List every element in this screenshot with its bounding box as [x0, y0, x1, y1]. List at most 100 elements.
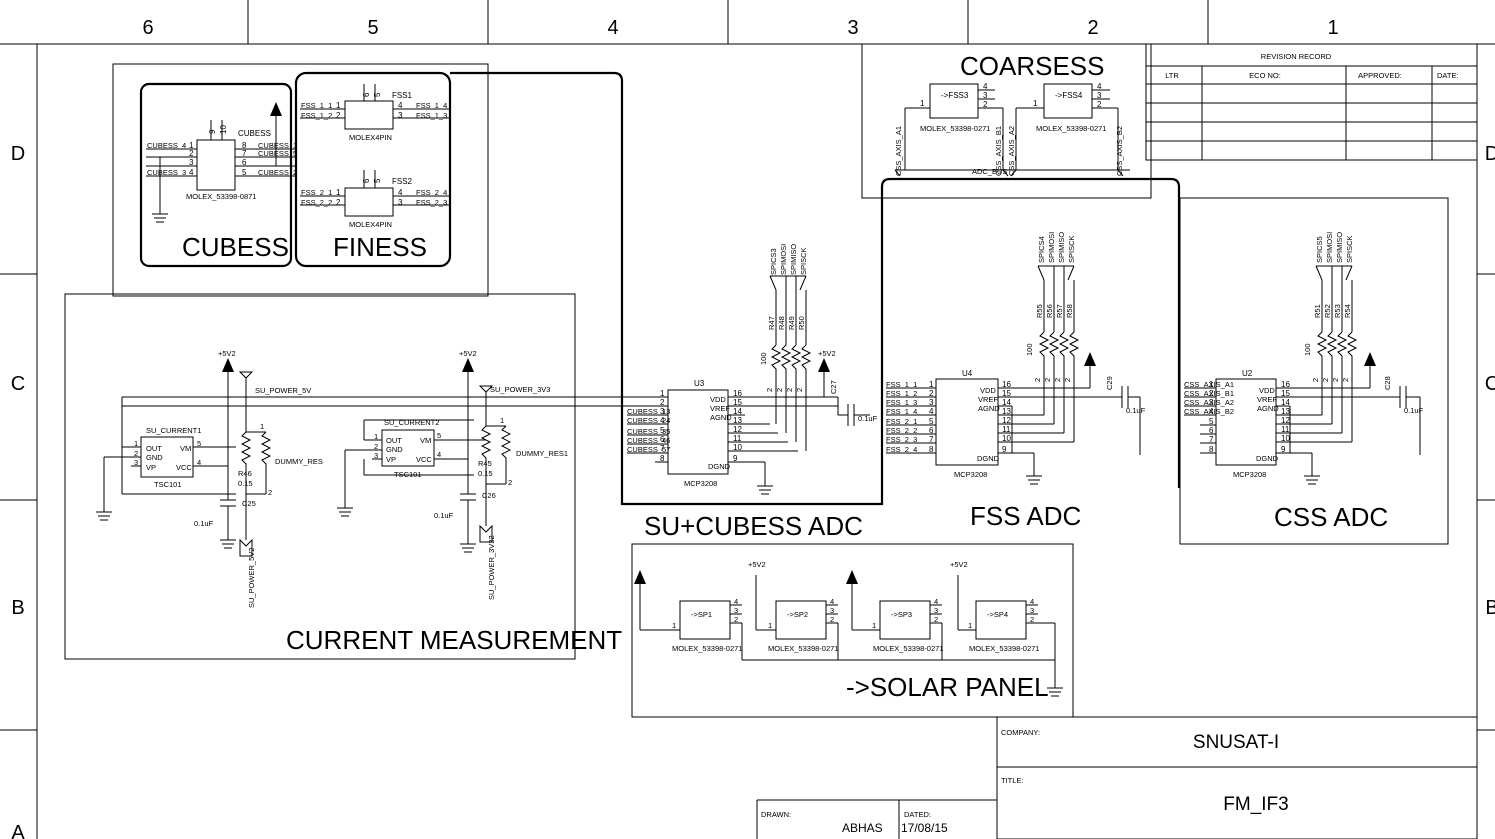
net-label: FSS_2_2 [886, 426, 917, 435]
section-title-su-cubess-adc: SU+CUBESS ADC [644, 511, 863, 541]
pin-label: AGND [978, 404, 1000, 413]
pin-number: 5 [373, 178, 382, 183]
net-label: FSS_2_4 [886, 445, 917, 454]
component-part: MOLEX_53398-0271 [768, 644, 838, 653]
pin-number: 2 [374, 442, 378, 451]
component-part: MOLEX_53398-0271 [1036, 124, 1106, 133]
pin-number: 2 [775, 388, 784, 392]
pin-number: 5 [929, 417, 934, 426]
resistor-ref: R54 [1343, 304, 1352, 318]
resistor-ref: DUMMY_RES [275, 457, 323, 466]
pin-label: DGND [977, 454, 1000, 463]
resistor-ref: R47 [767, 316, 776, 330]
net-label: CSS_AXIS_A2 [1007, 126, 1016, 176]
component-part: MOLEX_53398-0271 [920, 124, 990, 133]
pin-number: 12 [1002, 416, 1011, 425]
spi-net-label: SPIMISO [1057, 232, 1066, 263]
fss2-connector: FSS2 MOLEX4PIN 6 5 1 2 4 3 FSS_2_1 FSS_2… [300, 170, 450, 229]
net-label: CUBESS_1 [258, 141, 297, 150]
component-part: MOLEX_53398-0271 [969, 644, 1039, 653]
pin-number: 9 [733, 454, 738, 463]
pin-label: AGND [710, 413, 732, 422]
pin-number: 3 [398, 111, 403, 120]
pin-number: 1 [968, 621, 972, 630]
pin-number: 2 [336, 198, 341, 207]
pin-number: 5 [197, 439, 201, 448]
pin-label: VDD [710, 395, 726, 404]
component-ref: U2 [1242, 369, 1253, 378]
pin-number: 7 [1209, 435, 1214, 444]
resistor-ref: R50 [797, 316, 806, 330]
pin-label: VM [420, 436, 431, 445]
resistor-ref: R55 [1035, 304, 1044, 318]
spi-net-label: SPICS4 [1037, 236, 1046, 263]
pin-number: 2 [134, 449, 138, 458]
pin-number: 2 [1053, 378, 1062, 382]
pin-number: 2 [1043, 378, 1052, 382]
cap-ref: C27 [829, 380, 838, 394]
component-ref: ->FSS3 [941, 91, 969, 100]
pin-number: 1 [189, 141, 194, 150]
net-label: CSS_AXIS_B2 [1115, 126, 1124, 176]
pin-number: 2 [765, 388, 774, 392]
cap-value: 0.1uF [1404, 406, 1424, 415]
pin-number: 16 [1281, 380, 1290, 389]
pin-number: 1 [134, 439, 138, 448]
cap-value: 0.1uF [1126, 406, 1146, 415]
section-title-finess: FINESS [333, 232, 427, 262]
pin-label: GND [146, 453, 163, 462]
pin-number: 2 [508, 478, 512, 487]
col-label: 1 [1327, 17, 1338, 39]
spi-net-label: SPICS5 [1315, 236, 1324, 263]
component-part: MCP3208 [684, 479, 717, 488]
pin-number: 1 [336, 101, 341, 110]
pin-number: 3 [189, 158, 194, 167]
resistor-ref: R56 [1045, 304, 1054, 318]
pin-number: 11 [733, 434, 742, 443]
pin-number: 3 [134, 458, 138, 467]
row-label: A [11, 822, 25, 839]
net-label: CUBESS_13 [627, 407, 670, 416]
pin-number: 1 [660, 389, 665, 398]
revision-header: DATE: [1437, 71, 1459, 80]
component-ref: ->FSS4 [1055, 91, 1083, 100]
pin-number: 8 [660, 454, 665, 463]
pin-number: 6 [1209, 426, 1214, 435]
pin-number: 10 [733, 443, 742, 452]
revision-title: REVISION RECORD [1261, 52, 1332, 61]
pin-number: 2 [1033, 378, 1042, 382]
component-part: MOLEX4PIN [349, 220, 392, 229]
pin-number: 6 [362, 178, 371, 183]
net-label: CSS_AXIS_B2 [1184, 407, 1234, 416]
pin-label: AGND [1257, 404, 1279, 413]
section-title-solar-panel: ->SOLAR PANEL [846, 672, 1049, 702]
row-label: C [11, 373, 25, 395]
pin-number: 1 [672, 621, 676, 630]
revision-record: REVISION RECORD LTR ECO NO: APPROVED: DA… [1145, 43, 1478, 161]
net-label: FSS_2_4 [416, 188, 447, 197]
pin-number: 12 [1281, 416, 1290, 425]
pin-number: 4 [398, 188, 403, 197]
resistor-ref: R48 [777, 316, 786, 330]
u2-adc: U2 MCP3208 VDD VREF AGND DGND CSS_AXIS_A… [1184, 232, 1424, 485]
u4-adc: U4 MCP3208 VDD VREF AGND DGND FSS_1_1 FS… [886, 232, 1146, 485]
company-name: SNUSAT-I [1193, 732, 1279, 753]
drawing-title: FM_IF3 [1223, 794, 1288, 815]
pin-number: 13 [1002, 407, 1011, 416]
resistor-ref: R49 [787, 316, 796, 330]
pin-number: 12 [733, 425, 742, 434]
pin-number: 9 [1002, 445, 1007, 454]
component-ref: U4 [962, 369, 973, 378]
pin-label: DGND [1256, 454, 1279, 463]
pin-number: 4 [1097, 82, 1102, 91]
spi-net-label: SPISCK [1067, 235, 1076, 263]
revision-header: APPROVED: [1358, 71, 1402, 80]
component-part: MOLEX_53398-0271 [672, 644, 742, 653]
component-part: MOLEX4PIN [349, 133, 392, 142]
section-title-current-measurement: CURRENT MEASUREMENT [286, 625, 622, 655]
pin-number: 5 [660, 426, 665, 435]
row-label: D [11, 143, 25, 165]
title-block: COMPANY: SNUSAT-I TITLE: FM_IF3 DRAWN: A… [756, 716, 1478, 839]
pin-number: 13 [733, 416, 742, 425]
